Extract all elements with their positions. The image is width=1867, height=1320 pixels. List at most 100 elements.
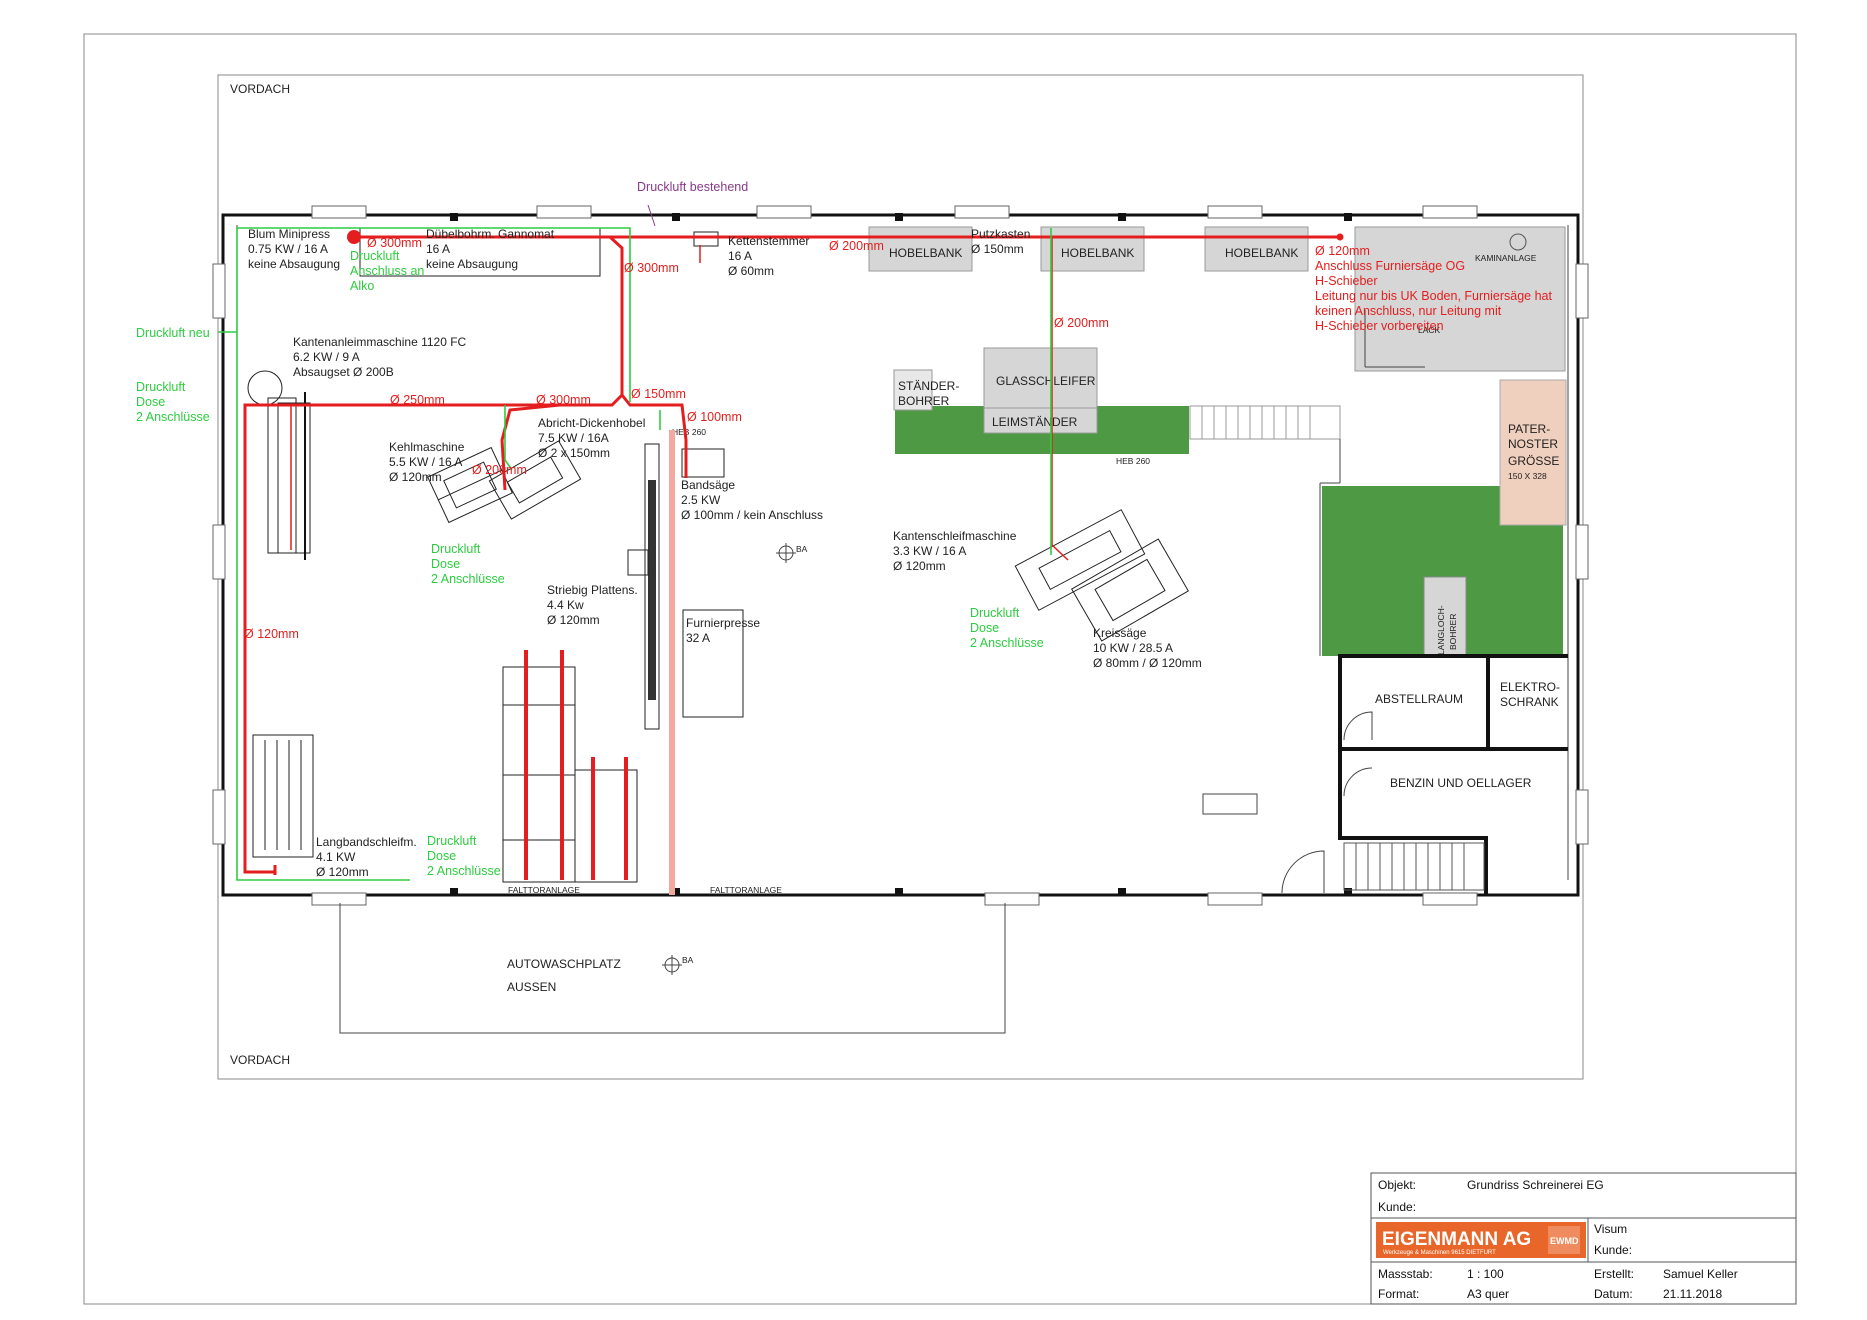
stairs-top xyxy=(1189,405,1341,440)
label-langband: Langbandschleifm. 4.1 KW Ø 120mm xyxy=(316,835,417,879)
svg-text:Leitung nur bis UK Boden, Furn: Leitung nur bis UK Boden, Furniersäge ha… xyxy=(1315,289,1552,303)
svg-text:PATER-: PATER- xyxy=(1508,422,1550,436)
small-table xyxy=(1202,793,1258,815)
hobelbank-1-box xyxy=(868,226,973,272)
hobelbank-2-label: HOBELBANK xyxy=(1061,246,1134,260)
vordach-top-label: VORDACH xyxy=(230,82,290,96)
label-kanten: Kantenanleimmaschine 1120 FC 6.2 KW / 9 … xyxy=(293,335,467,379)
pipe-label-d250: Ø 250mm xyxy=(390,393,445,407)
paternoster-box xyxy=(1499,379,1567,526)
massstab-label: Massstab: xyxy=(1378,1267,1433,1281)
format-value: A3 quer xyxy=(1467,1287,1509,1301)
visum-label: Visum xyxy=(1594,1222,1627,1236)
pink-channel xyxy=(669,430,675,895)
label-blum: Blum Minipress 0.75 KW / 16 A keine Absa… xyxy=(248,227,340,271)
heb-1-label: HEB 260 xyxy=(672,427,706,437)
svg-text:Ø 120mm: Ø 120mm xyxy=(893,559,946,573)
air-bestehend-label: Druckluft bestehend xyxy=(637,180,748,194)
svg-text:H-Schieber vorbereiten: H-Schieber vorbereiten xyxy=(1315,319,1444,333)
svg-text:2.5 KW: 2.5 KW xyxy=(681,493,721,507)
kaminanlage-label: KAMINANLAGE xyxy=(1475,253,1537,263)
glasschleifer-label: GLASSCHLEIFER xyxy=(996,374,1096,388)
stairs-bottom xyxy=(1343,842,1485,891)
company-name: EIGENMANN AG xyxy=(1382,1229,1531,1250)
falttor-2-label: FALTTORANLAGE xyxy=(710,885,782,895)
svg-text:Ø 120mm: Ø 120mm xyxy=(1315,244,1370,258)
svg-text:ELEKTRO-: ELEKTRO- xyxy=(1500,680,1560,694)
air-neu-label: Druckluft neu xyxy=(136,326,210,340)
door-benzin xyxy=(1343,767,1373,797)
svg-text:2 Anschlüsse: 2 Anschlüsse xyxy=(970,636,1044,650)
svg-text:Kreissäge: Kreissäge xyxy=(1093,626,1147,640)
svg-text:Ø 150mm: Ø 150mm xyxy=(971,242,1024,256)
svg-text:Ø 80mm / Ø 120mm: Ø 80mm / Ø 120mm xyxy=(1093,656,1202,670)
pipe-label-d300-b: Ø 300mm xyxy=(624,261,679,275)
svg-text:Striebig Plattens.: Striebig Plattens. xyxy=(547,583,638,597)
erstellt-label: Erstellt: xyxy=(1594,1267,1634,1281)
ba-label-1: BA xyxy=(796,544,808,554)
svg-text:LANGLOCH-: LANGLOCH- xyxy=(1436,605,1446,655)
pipe-label-d120: Ø 120mm xyxy=(244,627,299,641)
hobelbank-1-label: HOBELBANK xyxy=(889,246,962,260)
svg-text:GRÖSSE: GRÖSSE xyxy=(1508,454,1559,468)
leimstaender-box xyxy=(983,407,1098,434)
sheet-frame xyxy=(83,33,1797,1305)
timber-stacks xyxy=(524,650,628,880)
hobelbank-2-box xyxy=(1040,226,1145,272)
pipe-label-d300-a: Ø 300mm xyxy=(367,236,422,250)
objekt-label: Objekt: xyxy=(1378,1178,1416,1192)
svg-text:NOSTER: NOSTER xyxy=(1508,437,1558,451)
hobelbank-3-label: HOBELBANK xyxy=(1225,246,1298,260)
svg-text:6.2 KW / 9 A: 6.2 KW / 9 A xyxy=(293,350,360,364)
pipe-end-dot xyxy=(1336,233,1344,241)
label-striebig: Striebig Plattens. 4.4 Kw Ø 120mm xyxy=(547,583,638,627)
langloch-box xyxy=(1423,576,1467,657)
svg-text:Langbandschleifm.: Langbandschleifm. xyxy=(316,835,417,849)
svg-text:Dübelbohrm. Gannomat: Dübelbohrm. Gannomat xyxy=(426,227,555,241)
logo-icon xyxy=(1548,1226,1580,1254)
svg-text:keinen Anschluss, nur Leitung: keinen Anschluss, nur Leitung mit xyxy=(1315,304,1502,318)
pipe-label-d150: Ø 150mm xyxy=(631,387,686,401)
pipe-label-d200-c: Ø 200mm xyxy=(472,463,527,477)
svg-text:BOHRER: BOHRER xyxy=(898,394,950,408)
svg-text:5.5 KW / 16 A: 5.5 KW / 16 A xyxy=(389,455,462,469)
lack-area xyxy=(1354,226,1566,372)
svg-text:Ø 60mm: Ø 60mm xyxy=(728,264,774,278)
pipe-note: Ø 120mm Anschluss Furniersäge OG H-Schie… xyxy=(1315,244,1552,333)
svg-text:Ø 120mm: Ø 120mm xyxy=(547,613,600,627)
datum-label: Datum: xyxy=(1594,1287,1633,1301)
svg-text:4.1 KW: 4.1 KW xyxy=(316,850,356,864)
pipe-label-d100: Ø 100mm xyxy=(687,410,742,424)
benzin-label: BENZIN UND OELLAGER xyxy=(1390,776,1532,790)
svg-text:2 Anschlüsse: 2 Anschlüsse xyxy=(431,572,505,586)
label-abricht: Abricht-Dickenhobel 7.5 KW / 16A Ø 2 x 1… xyxy=(538,416,645,460)
label-putzkasten: Putzkasten Ø 150mm xyxy=(971,227,1030,256)
svg-text:Druckluft: Druckluft xyxy=(136,380,186,394)
autowasch-outline xyxy=(339,903,1006,1034)
svg-text:keine Absaugung: keine Absaugung xyxy=(248,257,340,271)
svg-text:Druckluft: Druckluft xyxy=(970,606,1020,620)
svg-text:7.5 KW / 16A: 7.5 KW / 16A xyxy=(538,431,609,445)
svg-text:32 A: 32 A xyxy=(686,631,710,645)
abstellraum-walls xyxy=(1338,654,1490,751)
company-sub: Werkzeuge & Maschinen 9615 DIETFURT xyxy=(1383,1250,1496,1256)
svg-text:Dose: Dose xyxy=(427,849,456,863)
air-lines xyxy=(218,227,1052,881)
langloch-label: LANGLOCH- BOHRER xyxy=(1436,605,1458,655)
svg-text:Anschluss Furniersäge OG: Anschluss Furniersäge OG xyxy=(1315,259,1465,273)
label-kantenschleif: Kantenschleifmaschine 3.3 KW / 16 A Ø 12… xyxy=(893,529,1017,573)
columns xyxy=(450,213,1352,896)
svg-text:Dose: Dose xyxy=(431,557,460,571)
svg-text:STÄNDER-: STÄNDER- xyxy=(898,379,959,393)
autowasch-label-1: AUTOWASCHPLATZ xyxy=(507,957,621,971)
air-dose-kehl: Druckluft Dose 2 Anschlüsse xyxy=(431,542,505,586)
svg-text:Furnierpresse: Furnierpresse xyxy=(686,616,760,630)
paternoster-label: PATER- NOSTER GRÖSSE 150 X 328 xyxy=(1508,422,1559,481)
door-main xyxy=(1281,850,1325,894)
svg-text:Kehlmaschine: Kehlmaschine xyxy=(389,440,465,454)
svg-text:keine Absaugung: keine Absaugung xyxy=(426,257,518,271)
logo-text: EWMD xyxy=(1550,1236,1579,1246)
benzin-walls xyxy=(1338,749,1488,895)
svg-text:Ø 120mm: Ø 120mm xyxy=(389,470,442,484)
